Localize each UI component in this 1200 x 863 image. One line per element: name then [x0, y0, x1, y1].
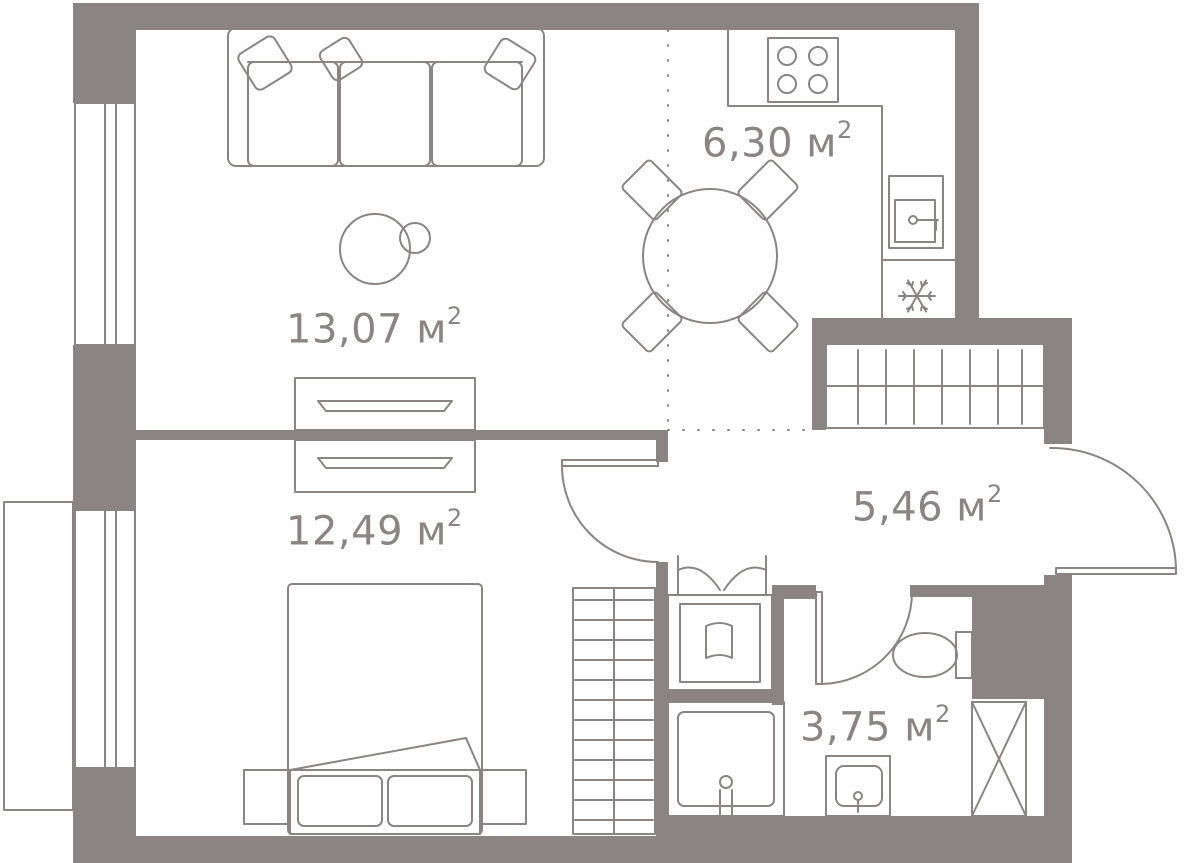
- wall-partition-living-bedroom: [136, 430, 668, 440]
- area-label-hallway: 5,46 м2: [852, 480, 1003, 531]
- pillow: [297, 775, 383, 827]
- bed: [243, 583, 527, 835]
- area-value: 3,75 м: [800, 704, 935, 751]
- area-exponent: 2: [836, 116, 853, 144]
- area-label-living: 13,07 м2: [286, 302, 463, 353]
- pillow: [237, 35, 537, 91]
- bedroom-wardrobe: [572, 587, 656, 835]
- wall-bath-left: [772, 585, 784, 705]
- door-entrance: [1049, 446, 1177, 575]
- bathtub: [667, 701, 785, 817]
- area-exponent: 2: [446, 302, 463, 330]
- wall-step: [812, 318, 1072, 344]
- wall-partition-stub: [656, 430, 668, 462]
- wall-left-bottom: [73, 768, 136, 863]
- toilet: [892, 631, 973, 679]
- kitchen-counter: [727, 27, 956, 333]
- sofa: [227, 27, 545, 167]
- area-exponent: 2: [446, 504, 463, 532]
- area-exponent: 2: [986, 480, 1003, 508]
- area-label-kitchen: 6,30 м2: [702, 116, 853, 167]
- windows: [3, 102, 136, 811]
- area-value: 6,30 м: [702, 120, 837, 167]
- wall-wardrobe-left: [812, 330, 826, 430]
- wall-bedroom-hall: [656, 562, 668, 836]
- area-label-bedroom: 12,49 м2: [286, 504, 463, 555]
- wall-bottom: [73, 836, 1072, 863]
- balcony-bedroom: [3, 501, 74, 811]
- wall-bath-column: [972, 585, 1072, 699]
- doors: [561, 446, 1177, 685]
- wall-left-middle: [73, 345, 136, 510]
- area-value: 13,07 м: [286, 306, 447, 353]
- washing-machine: [667, 594, 773, 691]
- door-bedroom: [561, 459, 659, 563]
- coffee-table: [339, 213, 431, 285]
- door-bathroom: [815, 591, 913, 685]
- area-value: 12,49 м: [286, 508, 447, 555]
- sink-icon: [888, 175, 944, 249]
- area-value: 5,46 м: [852, 484, 987, 531]
- pillow: [387, 775, 473, 827]
- bathroom-sink: [825, 755, 891, 817]
- area-label-bathroom: 3,75 м2: [800, 700, 951, 751]
- wall-left-top: [73, 3, 136, 103]
- wall-bath-bottom: [668, 816, 1072, 836]
- dresser: [294, 377, 476, 493]
- window-living: [74, 102, 136, 346]
- wall-right-middle: [1044, 318, 1072, 444]
- hall-wardrobe: [825, 343, 1045, 429]
- dining-table: [621, 159, 799, 353]
- wall-laundry-bottom: [668, 690, 784, 702]
- wall-bath-top-right: [910, 585, 972, 597]
- door-laundry: [677, 555, 767, 596]
- wall-right-upper: [955, 3, 979, 333]
- wall-top: [73, 3, 979, 30]
- ventilation-shaft: [971, 701, 1027, 817]
- area-exponent: 2: [934, 700, 951, 728]
- walls: [73, 3, 1072, 863]
- snowflake-icon: [898, 279, 936, 313]
- stove-icon: [777, 46, 828, 94]
- chair: [621, 159, 799, 353]
- window-bedroom: [74, 509, 136, 769]
